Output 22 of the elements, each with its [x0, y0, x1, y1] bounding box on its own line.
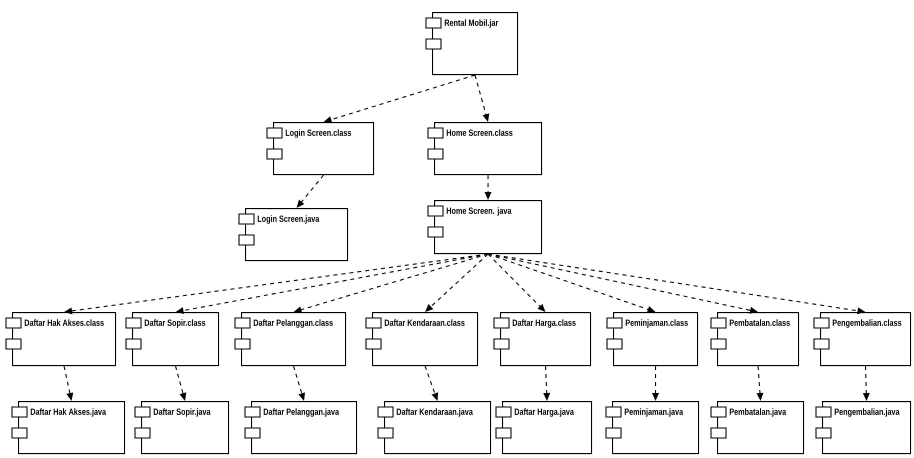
component-box: Daftar Kendaraan.class — [365, 312, 478, 366]
component-box: Daftar Pelanggan.java — [244, 401, 358, 454]
component-box: Daftar Hak Akses.class — [5, 312, 116, 366]
component-box: Daftar Sopir.class — [125, 312, 220, 366]
component-box: Peminjaman.java — [605, 401, 700, 454]
component-box: Daftar Pelanggan.class — [234, 312, 346, 366]
component-box: Daftar Harga.class — [493, 312, 592, 366]
component-box: Home Screen. java — [427, 200, 542, 254]
component-box: Daftar Harga.java — [495, 401, 592, 454]
component-box: Pengembalian.java — [815, 401, 912, 454]
component-box: Login Screen.class — [266, 122, 374, 176]
component-box: Daftar Kendaraan.java — [377, 401, 492, 454]
component-box: Daftar Hak Akses.java — [11, 401, 126, 454]
component-box: Peminjaman.class — [606, 312, 698, 366]
component-box: Home Screen.class — [427, 122, 542, 176]
component-box: Login Screen.java — [238, 208, 348, 262]
component-box: Rental Mobil.jar — [425, 12, 518, 76]
dependency-arrow — [488, 254, 546, 312]
component-box: Daftar Sopir.java — [134, 401, 230, 454]
component-box: Pembatalan.java — [710, 401, 804, 454]
component-box: Pengembalian.class — [813, 312, 912, 366]
component-box: Pembatalan.class — [710, 312, 800, 366]
